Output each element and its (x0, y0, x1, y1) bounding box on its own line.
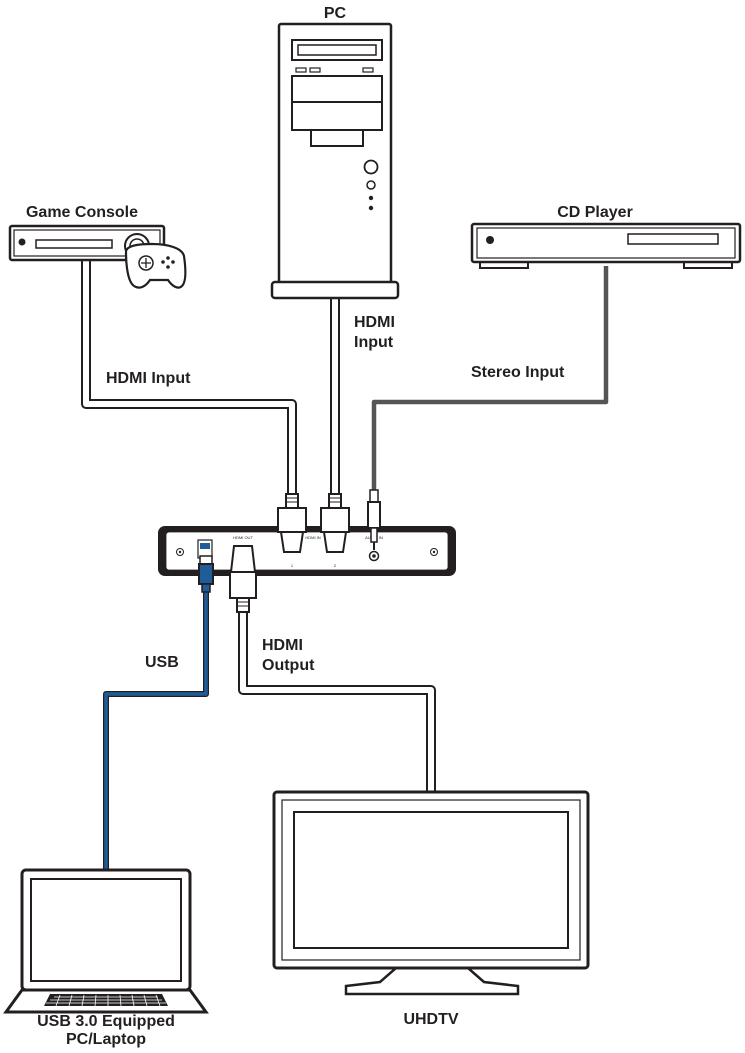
game-console (8, 224, 187, 289)
stereo-input-label: Stereo Input (471, 364, 565, 381)
hdmi-output-label-line1: HDMI (262, 637, 303, 654)
game-console-hdmi-cable (81, 250, 297, 500)
hdmi-input-pc-label-line1: HDMI (354, 314, 395, 331)
hdmi-output-cable (238, 612, 436, 792)
laptop-label-line2: PC/Laptop (66, 1031, 146, 1048)
hdmi-input-left-label: HDMI Input (106, 370, 191, 387)
uhdtv-label: UHDTV (403, 1011, 458, 1028)
laptop-label-line1: USB 3.0 Equipped (37, 1013, 175, 1030)
usb-cable (103, 586, 209, 870)
hdmi-in-2-plug (320, 493, 350, 553)
usb-plug (198, 555, 214, 593)
hdmi-input-pc-label-line2: Input (354, 334, 394, 351)
cd-player (470, 222, 742, 269)
hdmi-out-port-label: HDMI OUT (233, 535, 253, 540)
game-console-label: Game Console (26, 204, 138, 221)
hdmi-in-port-label: HDMI IN (305, 535, 320, 540)
audio-plug (367, 489, 381, 550)
stereo-audio-cable (371, 266, 609, 496)
pc-tower (270, 22, 400, 300)
hdmi-in-port-1-label: 1 (291, 563, 294, 568)
cd-player-label: CD Player (557, 204, 633, 221)
pc-label: PC (324, 5, 347, 22)
hdmi-out-plug (229, 545, 257, 613)
hdmi-in-1-plug (277, 493, 307, 553)
usb-label: USB (145, 654, 179, 671)
hdmi-in-port-2-label: 2 (334, 563, 337, 568)
hdmi-output-label-line2: Output (262, 657, 315, 674)
laptop (3, 868, 209, 1014)
uhdtv (272, 790, 590, 996)
